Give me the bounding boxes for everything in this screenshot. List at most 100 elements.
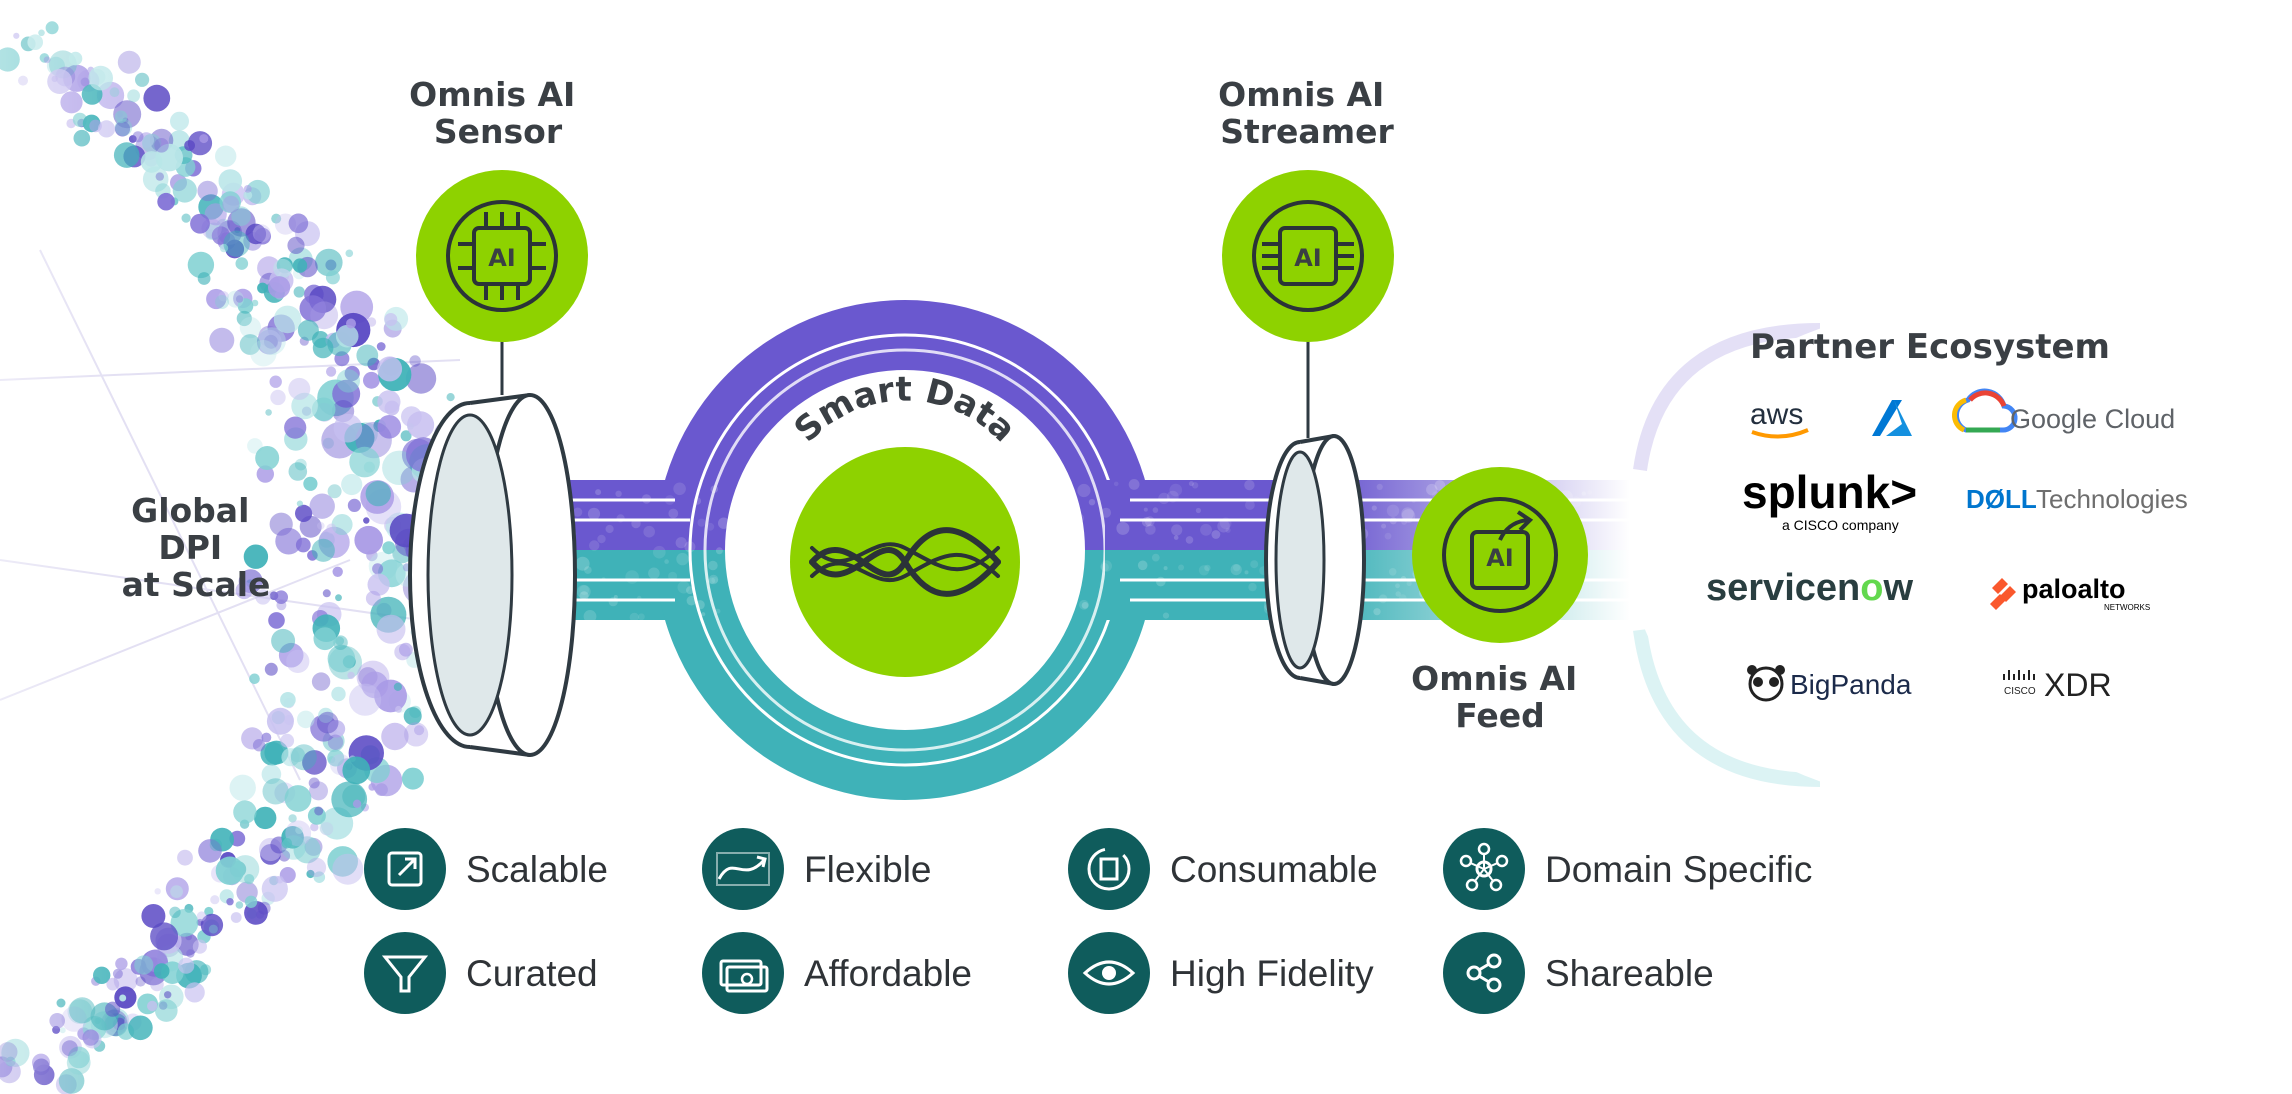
particle bbox=[405, 363, 437, 394]
attribute-label: Shareable bbox=[1545, 953, 1714, 994]
pipe-texture-dot bbox=[575, 556, 590, 571]
attribute-label: Scalable bbox=[466, 849, 608, 890]
pipe-texture-dot bbox=[697, 518, 706, 527]
pipe-texture-dot bbox=[637, 595, 642, 601]
particle bbox=[292, 258, 308, 273]
pipe-texture-dot bbox=[1217, 519, 1230, 533]
pipe-texture-dot bbox=[1581, 491, 1587, 496]
pipe-texture-dot bbox=[673, 482, 686, 496]
particle bbox=[377, 356, 403, 382]
particle bbox=[322, 589, 331, 598]
pipe-texture-dot bbox=[1198, 565, 1210, 576]
particle bbox=[268, 612, 285, 629]
particle bbox=[401, 767, 424, 790]
particle bbox=[332, 566, 343, 577]
particle bbox=[276, 600, 287, 611]
particle bbox=[215, 856, 245, 885]
particle bbox=[275, 527, 302, 555]
pipe-texture-dot bbox=[1411, 498, 1416, 503]
particle bbox=[170, 909, 199, 937]
pipe-texture-dot bbox=[1158, 492, 1170, 505]
svg-text:Technologies: Technologies bbox=[2036, 484, 2188, 514]
particle bbox=[255, 589, 271, 605]
servicenow-logo: servicenow bbox=[1706, 567, 1913, 609]
particle bbox=[288, 462, 308, 481]
pipe-texture-dot bbox=[1219, 517, 1232, 530]
particle bbox=[226, 898, 234, 906]
pipe-texture-dot bbox=[1245, 500, 1255, 510]
pipe-texture-dot bbox=[710, 485, 719, 494]
particle bbox=[261, 732, 272, 743]
partner-logos: aws Google Cloud splunk> a CISCO company… bbox=[1706, 388, 2188, 703]
pipe-texture-dot bbox=[708, 560, 718, 571]
particle bbox=[243, 544, 269, 569]
pipe-texture-dot bbox=[648, 567, 660, 580]
particle bbox=[279, 867, 296, 883]
particle bbox=[280, 733, 295, 748]
particle bbox=[235, 257, 249, 270]
pipe-texture-dot bbox=[1225, 527, 1231, 533]
splunk-logo: splunk> a CISCO company bbox=[1742, 466, 1917, 533]
flexible-icon bbox=[716, 852, 770, 886]
particle bbox=[244, 895, 258, 908]
particle bbox=[308, 777, 320, 789]
pipe-texture-dot bbox=[584, 566, 592, 574]
attribute-label: Domain Specific bbox=[1545, 849, 1812, 890]
pipe-texture-dot bbox=[1376, 483, 1383, 490]
particle bbox=[209, 327, 235, 353]
particle bbox=[331, 781, 368, 818]
particle bbox=[235, 581, 253, 600]
svg-text:XDR: XDR bbox=[2044, 667, 2112, 703]
particle bbox=[342, 756, 371, 785]
particle bbox=[290, 744, 317, 771]
money-icon bbox=[719, 959, 769, 993]
particle bbox=[200, 913, 224, 937]
particle bbox=[155, 999, 178, 1022]
particle bbox=[117, 50, 141, 74]
pipe-texture-dot bbox=[579, 591, 589, 601]
pipe-texture-dot bbox=[1386, 504, 1400, 517]
svg-text:paloalto: paloalto bbox=[2022, 574, 2126, 604]
share-icon bbox=[1466, 953, 1502, 993]
pipe-texture-dot bbox=[1173, 535, 1179, 540]
pipe-texture-dot bbox=[1079, 599, 1089, 610]
particle bbox=[393, 682, 402, 692]
particle bbox=[335, 636, 345, 646]
pipe-texture-dot bbox=[1185, 536, 1194, 544]
particle bbox=[303, 476, 318, 491]
particle bbox=[251, 299, 259, 307]
pipe-texture-dot bbox=[701, 612, 706, 617]
particle bbox=[293, 286, 305, 298]
scalable-icon bbox=[387, 851, 423, 887]
particle bbox=[113, 142, 140, 168]
particle bbox=[143, 84, 171, 112]
particle bbox=[310, 823, 319, 832]
feed-label: Omnis AI Feed bbox=[1411, 659, 1589, 735]
omnis-ai-feed: AI bbox=[1412, 467, 1588, 643]
pipe-texture-dot bbox=[625, 570, 639, 584]
particle bbox=[306, 869, 315, 879]
particle bbox=[261, 764, 282, 785]
pipe-texture-dot bbox=[668, 508, 679, 519]
particle bbox=[233, 800, 257, 824]
pipe-texture-dot bbox=[1570, 496, 1582, 508]
particle bbox=[316, 711, 339, 734]
pipe-texture-dot bbox=[1230, 564, 1242, 576]
particle bbox=[155, 143, 183, 172]
pipe-texture-dot bbox=[583, 610, 597, 623]
particle bbox=[184, 982, 205, 1003]
particle bbox=[170, 885, 184, 898]
particle bbox=[258, 327, 286, 355]
pipe-texture-dot bbox=[1188, 481, 1194, 487]
particle bbox=[199, 134, 209, 144]
particle bbox=[312, 337, 334, 359]
pipe-texture-dot bbox=[1144, 516, 1155, 527]
particle bbox=[376, 342, 386, 351]
pipe-texture-dot bbox=[677, 581, 690, 594]
streamer-badge bbox=[1222, 170, 1394, 342]
pipe-texture-dot bbox=[631, 518, 641, 529]
attribute-label: Affordable bbox=[804, 953, 972, 994]
particle bbox=[226, 290, 244, 308]
particle bbox=[210, 895, 220, 905]
